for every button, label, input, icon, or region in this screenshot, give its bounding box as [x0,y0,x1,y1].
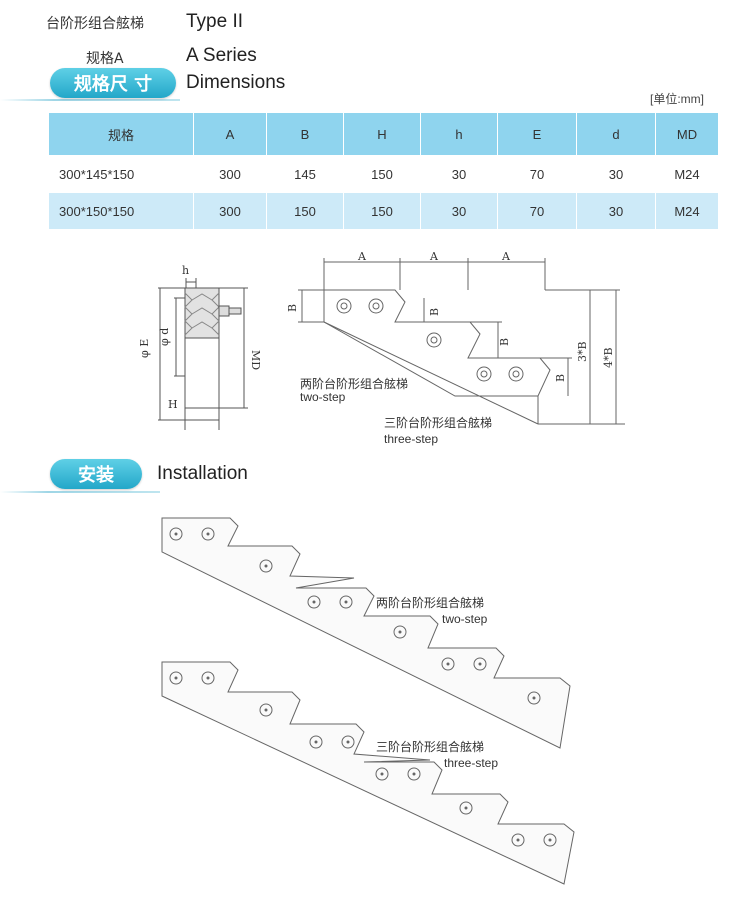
dim-phi-e: φ E [138,339,151,358]
install-two-step-cn: 两阶台阶形组合舷梯 [376,596,485,610]
col-header: 规格 [48,112,194,156]
col-header: MD [655,112,719,156]
dim-a: A [429,250,439,263]
two-step-label-cn: 两阶台阶形组合舷梯 [300,377,409,391]
dim-a: A [357,250,367,263]
side-profile-drawing: h φ E φ d MD H [138,264,262,430]
table-cell: 30 [420,155,498,193]
table-cell: M24 [655,192,719,230]
three-step-label-en: three-step [384,432,439,446]
series-en: A Series [186,45,257,66]
table-cell: 150 [343,192,421,230]
dim-b: B [498,338,511,346]
col-header: E [497,112,577,156]
dim-4b: 4*B [602,347,615,368]
dim-phi-d: φ d [158,328,171,346]
table-header-row: 规格 A B H h E d MD [48,112,719,156]
dim-3b: 3*B [576,341,589,362]
install-two-step-en: two-step [442,612,488,626]
dim-a: A [501,250,511,263]
two-step-label-en: two-step [300,390,346,404]
dim-b: B [286,304,299,312]
dim-h: h [182,264,189,277]
three-step-label-cn: 三阶台阶形组合舷梯 [384,416,493,430]
table-row: 300*145*150 300 145 150 30 70 30 M24 [48,155,719,193]
dim-H: H [168,398,178,411]
type-en: Type II [186,11,244,32]
col-header: B [266,112,344,156]
installation-title: Installation [157,463,248,484]
installation-pill: 安装 [50,459,142,489]
table-cell: 30 [576,192,656,230]
col-header: d [576,112,656,156]
table-cell: 300 [193,155,267,193]
section-divider [0,99,180,101]
type-cn: 台阶形组合舷梯 [46,16,144,32]
table-cell: 30 [420,192,498,230]
dimensions-title: Dimensions [186,72,286,93]
table-cell: 30 [576,155,656,193]
table-cell: 70 [497,155,577,193]
col-header: H [343,112,421,156]
spec-table: 规格 A B H h E d MD 300*145*150 300 145 15… [48,112,719,230]
dim-b: B [554,374,567,382]
section-divider [0,491,160,493]
dim-md: MD [249,350,262,370]
table-cell: 300*145*150 [48,155,194,193]
dimensions-pill: 规格尺 寸 [50,68,176,98]
series-cn: 规格A [86,51,124,67]
col-header: h [420,112,498,156]
install-three-step-en: three-step [444,756,499,770]
table-cell: 145 [266,155,344,193]
table-cell: 150 [343,155,421,193]
table-row: 300*150*150 300 150 150 30 70 30 M24 [48,192,719,230]
table-cell: 300*150*150 [48,192,194,230]
table-cell: 70 [497,192,577,230]
table-cell: 300 [193,192,267,230]
col-header: A [193,112,267,156]
dim-b: B [428,308,441,316]
step-dimension-drawing: A A A B B B B 3*B 4*B [286,250,625,425]
install-three-step-cn: 三阶台阶形组合舷梯 [376,740,485,754]
table-cell: 150 [266,192,344,230]
table-cell: M24 [655,155,719,193]
unit-label: [单位:mm] [650,92,704,106]
installation-drawing [161,517,575,885]
